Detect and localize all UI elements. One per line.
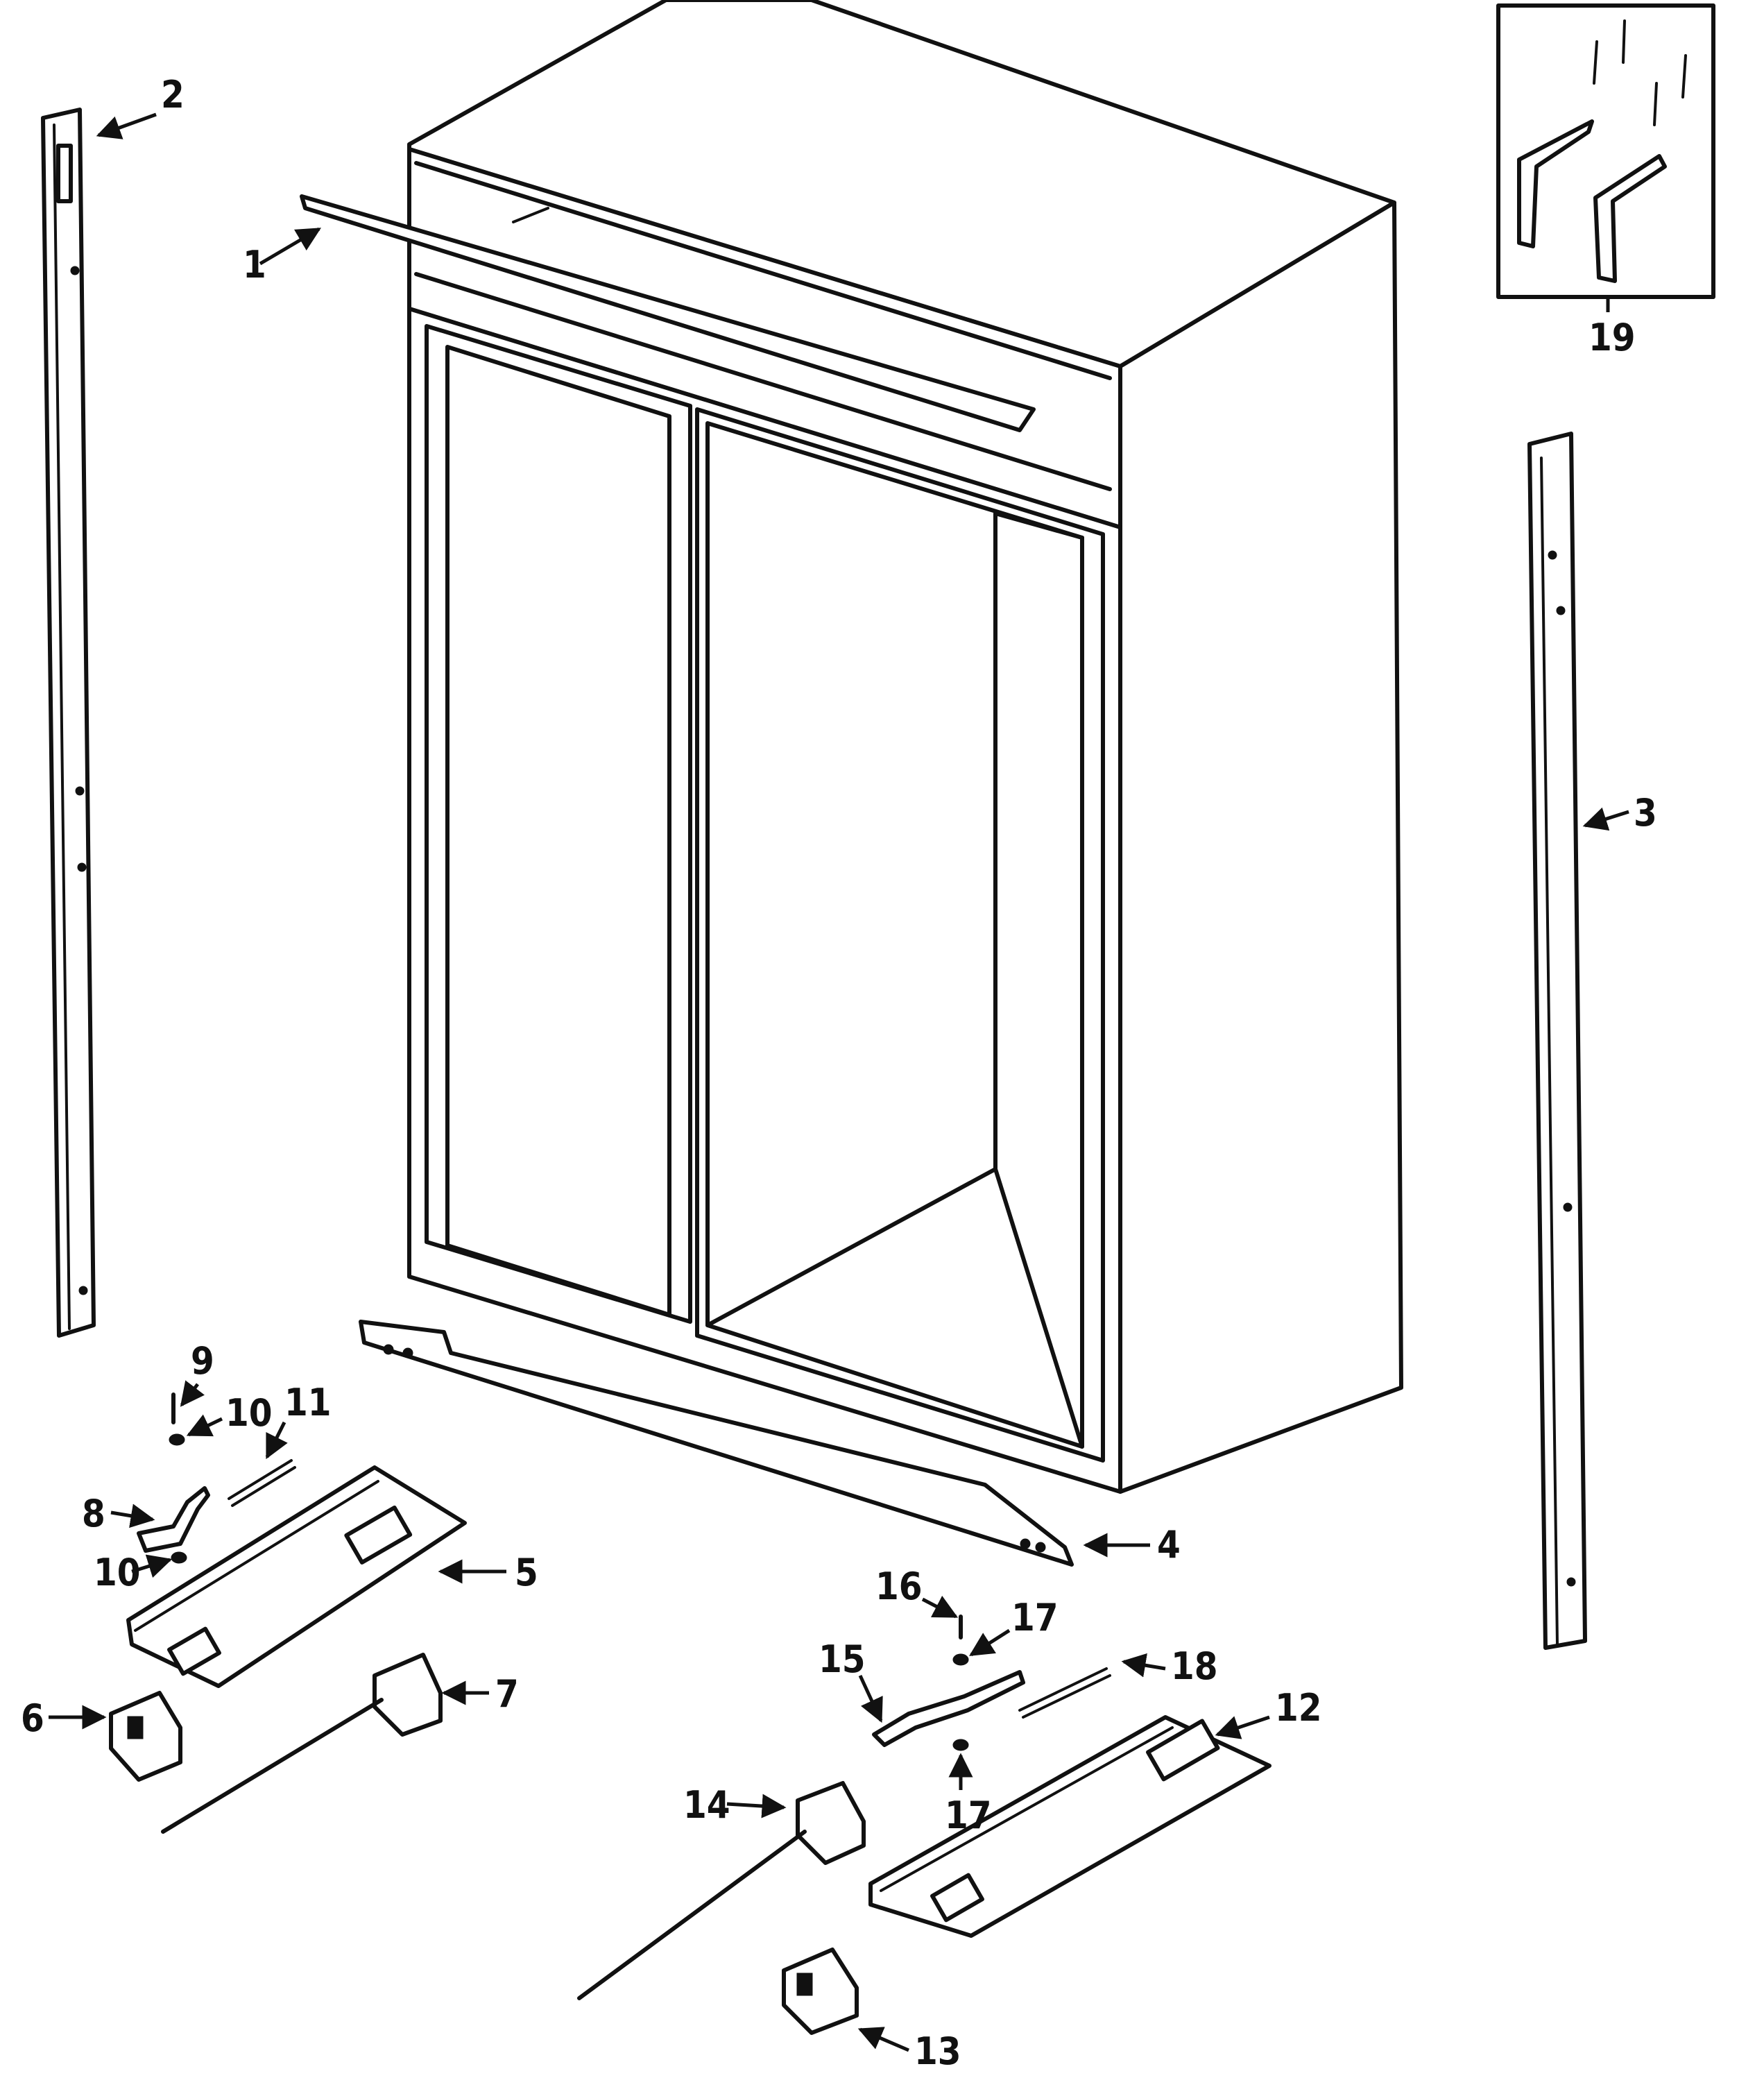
right-hinge-rod-14 xyxy=(577,1781,866,2000)
right-lower-bracket xyxy=(868,1715,1271,1938)
callout-14: 14 xyxy=(683,1783,730,1827)
bracket-kit-box xyxy=(1496,3,1715,299)
callout-13: 13 xyxy=(914,2029,961,2073)
left-lower-bracket xyxy=(126,1465,467,1688)
left-vertical-rail xyxy=(41,108,96,1338)
callout-6: 6 xyxy=(21,1696,44,1740)
right-vertical-rail xyxy=(1527,432,1587,1650)
bottom-rail xyxy=(359,1320,1074,1567)
callout-10-lower: 10 xyxy=(94,1551,141,1594)
callout-7: 7 xyxy=(495,1672,519,1716)
callout-17-lower: 17 xyxy=(945,1794,992,1837)
callout-4: 4 xyxy=(1157,1523,1181,1567)
callout-8: 8 xyxy=(82,1492,105,1535)
callout-9: 9 xyxy=(191,1339,214,1383)
left-hinge-block-6 xyxy=(109,1691,182,1782)
callout-12: 12 xyxy=(1275,1686,1322,1730)
callout-labels: 1 2 3 4 5 6 7 8 9 10 10 11 12 13 14 15 1… xyxy=(21,73,1657,2073)
callout-11: 11 xyxy=(284,1381,332,1424)
callout-10-upper: 10 xyxy=(225,1391,273,1435)
callout-3: 3 xyxy=(1634,791,1657,835)
callout-19: 19 xyxy=(1589,316,1636,359)
callout-17-upper: 17 xyxy=(1011,1596,1059,1639)
callout-leaders xyxy=(49,112,1629,2052)
top-trim-strip xyxy=(300,194,1036,432)
callout-15: 15 xyxy=(819,1637,866,1681)
right-lever-assembly xyxy=(872,1615,1111,1751)
callout-2: 2 xyxy=(161,73,185,117)
callout-18: 18 xyxy=(1171,1644,1218,1688)
callout-1: 1 xyxy=(243,243,266,287)
cabinet-body xyxy=(407,0,1403,1494)
left-hinge-rod-7 xyxy=(161,1653,443,1834)
callout-5: 5 xyxy=(515,1551,538,1594)
right-hinge-block-13 xyxy=(782,1948,859,2035)
callout-16: 16 xyxy=(875,1565,923,1608)
